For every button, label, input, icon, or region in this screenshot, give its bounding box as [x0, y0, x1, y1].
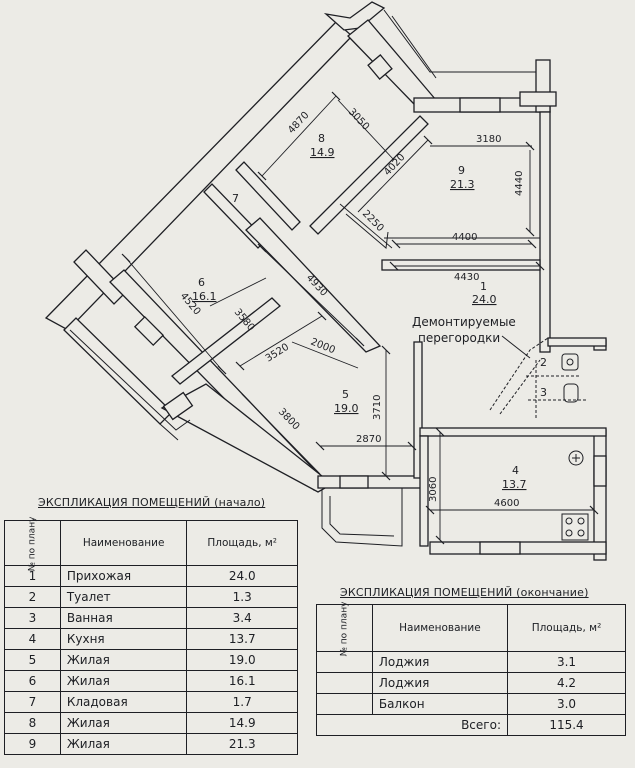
room-number: 2: [540, 356, 547, 369]
room-number: 3: [540, 386, 547, 399]
dim-label: 4600: [494, 498, 519, 509]
dim-label: 2870: [356, 434, 381, 445]
sink-icon: [561, 353, 579, 371]
wall-top-right-cap: [519, 91, 557, 107]
dim-label: 3180: [476, 134, 501, 145]
wall-between-7-8: [235, 161, 301, 231]
dim-label: 3520: [264, 342, 291, 365]
room-area: 13.7: [502, 478, 527, 491]
wall-4-left: [419, 435, 429, 547]
wall-right-lower: [593, 429, 607, 561]
table2-col-no: № по плану: [316, 602, 373, 656]
wall-right-outer: [539, 111, 551, 353]
table2-header: № по плану Наименование Площадь, м²: [316, 602, 627, 656]
table2-title: ЭКСПЛИКАЦИЯ ПОМЕЩЕНИЙ (окончание): [340, 586, 589, 599]
wall-stub-top: [323, 1, 386, 31]
table2-col-area: Площадь, м²: [506, 604, 627, 652]
total-value: 115.4: [506, 714, 627, 736]
loggia-top-outline: [383, 9, 536, 79]
table1-title: ЭКСПЛИКАЦИЯ ПОМЕЩЕНИЙ (начало): [38, 496, 266, 509]
room-number: 5: [342, 388, 349, 401]
room-area: 19.0: [334, 402, 359, 415]
dim-label: 4400: [452, 232, 477, 243]
dim-label: 4870: [286, 110, 311, 136]
table1-col-area: Площадь, м²: [186, 520, 298, 566]
dim-label: 4430: [454, 272, 479, 283]
room-number: 1: [480, 280, 487, 293]
dim-label: 2000: [309, 337, 337, 357]
dimension-labels: 4870 3050 4020 3180 4440 2250 4400 4430 …: [178, 107, 525, 509]
wall-5-right: [413, 341, 423, 479]
room-number: 7: [232, 192, 239, 205]
dimension-ticks: [121, 91, 599, 545]
room-number: 4: [512, 464, 519, 477]
total-label: Всего:: [372, 714, 508, 736]
room-number: 6: [198, 276, 205, 289]
table2-total-row: Всего: 115.4: [316, 714, 627, 736]
dimension-lines: [125, 95, 594, 540]
dim-label: 3050: [346, 107, 371, 133]
room-area: 16.1: [192, 290, 217, 303]
room-number: 8: [318, 132, 325, 145]
windows: [133, 54, 607, 555]
wall-4-top: [419, 427, 607, 437]
dim-label: 4440: [514, 171, 525, 196]
stove-icon: [561, 513, 589, 541]
loggia-left-outline: [69, 329, 191, 441]
wall-6-5: [171, 297, 281, 385]
dim-label: 2250: [360, 208, 386, 234]
demolished-partitions: [489, 337, 588, 420]
room-9-inner: [345, 213, 540, 249]
wall-corridor-top: [245, 217, 382, 353]
room-area: 24.0: [472, 293, 497, 306]
dim-label: 3800: [276, 406, 302, 432]
table2-col-name: Наименование: [371, 604, 508, 652]
wall-bath-top: [547, 337, 607, 347]
bathtub-icon: [563, 383, 579, 403]
wall-9-bottom: [381, 259, 541, 271]
table1-col-no: № по плану: [4, 517, 61, 571]
demolition-note-line2: перегородки: [418, 331, 500, 345]
demolition-note-line1: Демонтируемые: [412, 315, 516, 329]
dim-label: 3710: [372, 395, 383, 420]
table1-header: № по плану Наименование Площадь, м²: [4, 517, 298, 571]
room-labels: 1 24.0 2 3 4 13.7 5 19.0 6 16.1 7 8 14.9…: [192, 132, 547, 491]
table1-col-name: Наименование: [59, 520, 188, 566]
room-area: 21.3: [450, 178, 475, 191]
wall-8-9: [309, 115, 429, 235]
loggia-left-cap: [162, 391, 194, 421]
wall-bottom-5: [317, 475, 423, 489]
explication-table-end: № по плану Наименование Площадь, м² Лодж…: [316, 602, 627, 736]
room-number: 9: [458, 164, 465, 177]
kitchen-sink-icon: [568, 450, 584, 466]
balcony-outline: [321, 488, 403, 547]
note-leader: [501, 335, 531, 359]
room-area: 14.9: [310, 146, 335, 159]
dim-label: 3060: [428, 477, 439, 502]
